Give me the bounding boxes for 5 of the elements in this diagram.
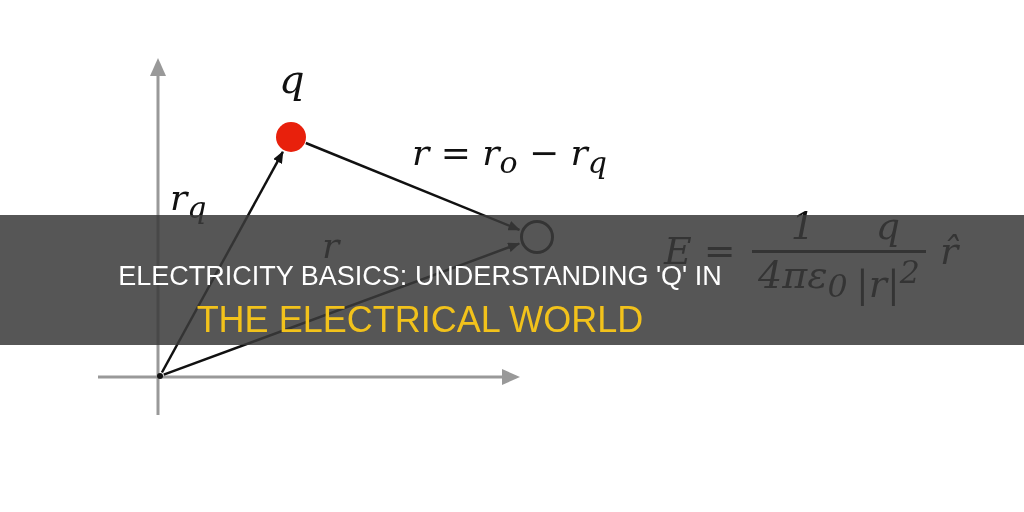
charge-label: q: [279, 59, 305, 99]
fraction-numerator: 1: [789, 206, 816, 250]
vector-equation: r = r$_{o}$ − r$_{q}$: [412, 135, 607, 179]
charge-dot: [276, 122, 306, 152]
origin-point: [157, 373, 163, 379]
